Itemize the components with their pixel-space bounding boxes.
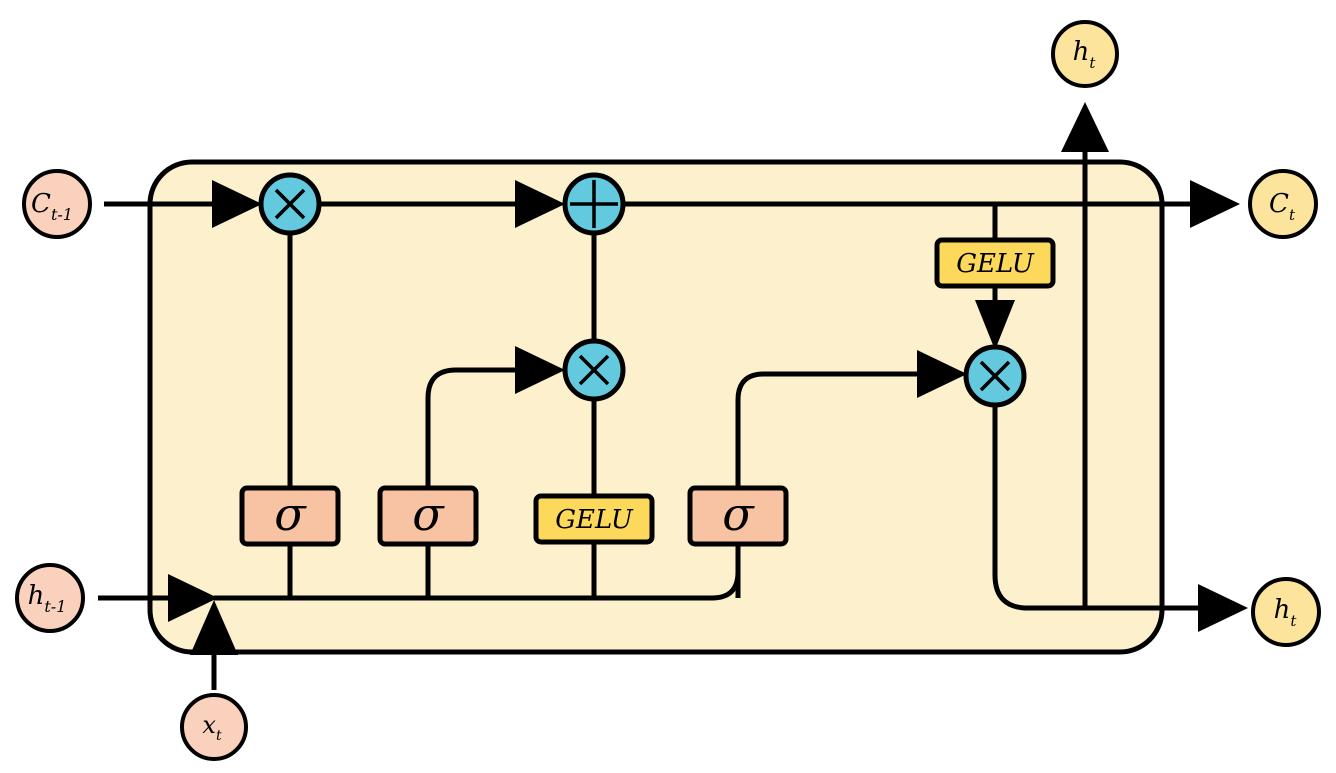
svg-text:ht-1: ht-1 [28,581,67,616]
cell-activation: GELU [934,237,1056,289]
output-gate: σ [687,485,789,547]
input-multiply-op [562,338,626,402]
svg-text:ht: ht [1274,595,1298,630]
arrowheads [168,102,1248,655]
svg-text:Ct-1: Ct-1 [31,189,73,224]
input-cell-prev: Ct-1 [22,169,92,239]
cell-body [147,159,1165,655]
svg-text:Ct: Ct [1269,189,1296,224]
output-hidden-top-base: h [1073,37,1090,67]
svg-text:xt: xt [202,711,222,744]
output-cell-base: C [1269,189,1289,219]
input-gate-label: σ [412,487,445,541]
forget-gate-label: σ [274,487,307,541]
output-hidden-right-sub: t [1290,612,1297,630]
multiply-icon [578,354,610,386]
input-gate: σ [377,485,479,547]
output-hidden-top-sub: t [1089,54,1096,72]
svg-text:ht: ht [1073,37,1097,72]
forget-multiply-op [258,172,322,236]
cell-add-op [562,172,626,236]
input-hidden-prev: ht-1 [15,563,85,633]
input-x: xt [180,693,248,761]
input-hidden-prev-sub: t-1 [44,597,66,616]
cell-activation-label: GELU [956,249,1035,279]
output-multiply-op [963,344,1027,408]
input-cell-prev-sub: t-1 [51,205,73,224]
output-cell: Ct [1248,169,1318,239]
output-gate-label: σ [722,487,755,541]
input-hidden-prev-base: h [28,581,45,611]
input-x-sub: t [216,728,222,744]
input-cell-prev-base: C [31,189,51,219]
add-icon [570,180,618,228]
candidate-gate-label: GELU [555,505,634,535]
forget-gate: σ [239,485,341,547]
multiply-icon [979,360,1011,392]
candidate-gate: GELU [533,493,655,545]
output-hidden-right: ht [1251,577,1321,647]
output-cell-sub: t [1289,206,1296,224]
input-x-base: x [202,711,216,739]
output-hidden-top: ht [1051,20,1119,88]
multiply-icon [274,188,306,220]
output-hidden-right-base: h [1274,595,1291,625]
